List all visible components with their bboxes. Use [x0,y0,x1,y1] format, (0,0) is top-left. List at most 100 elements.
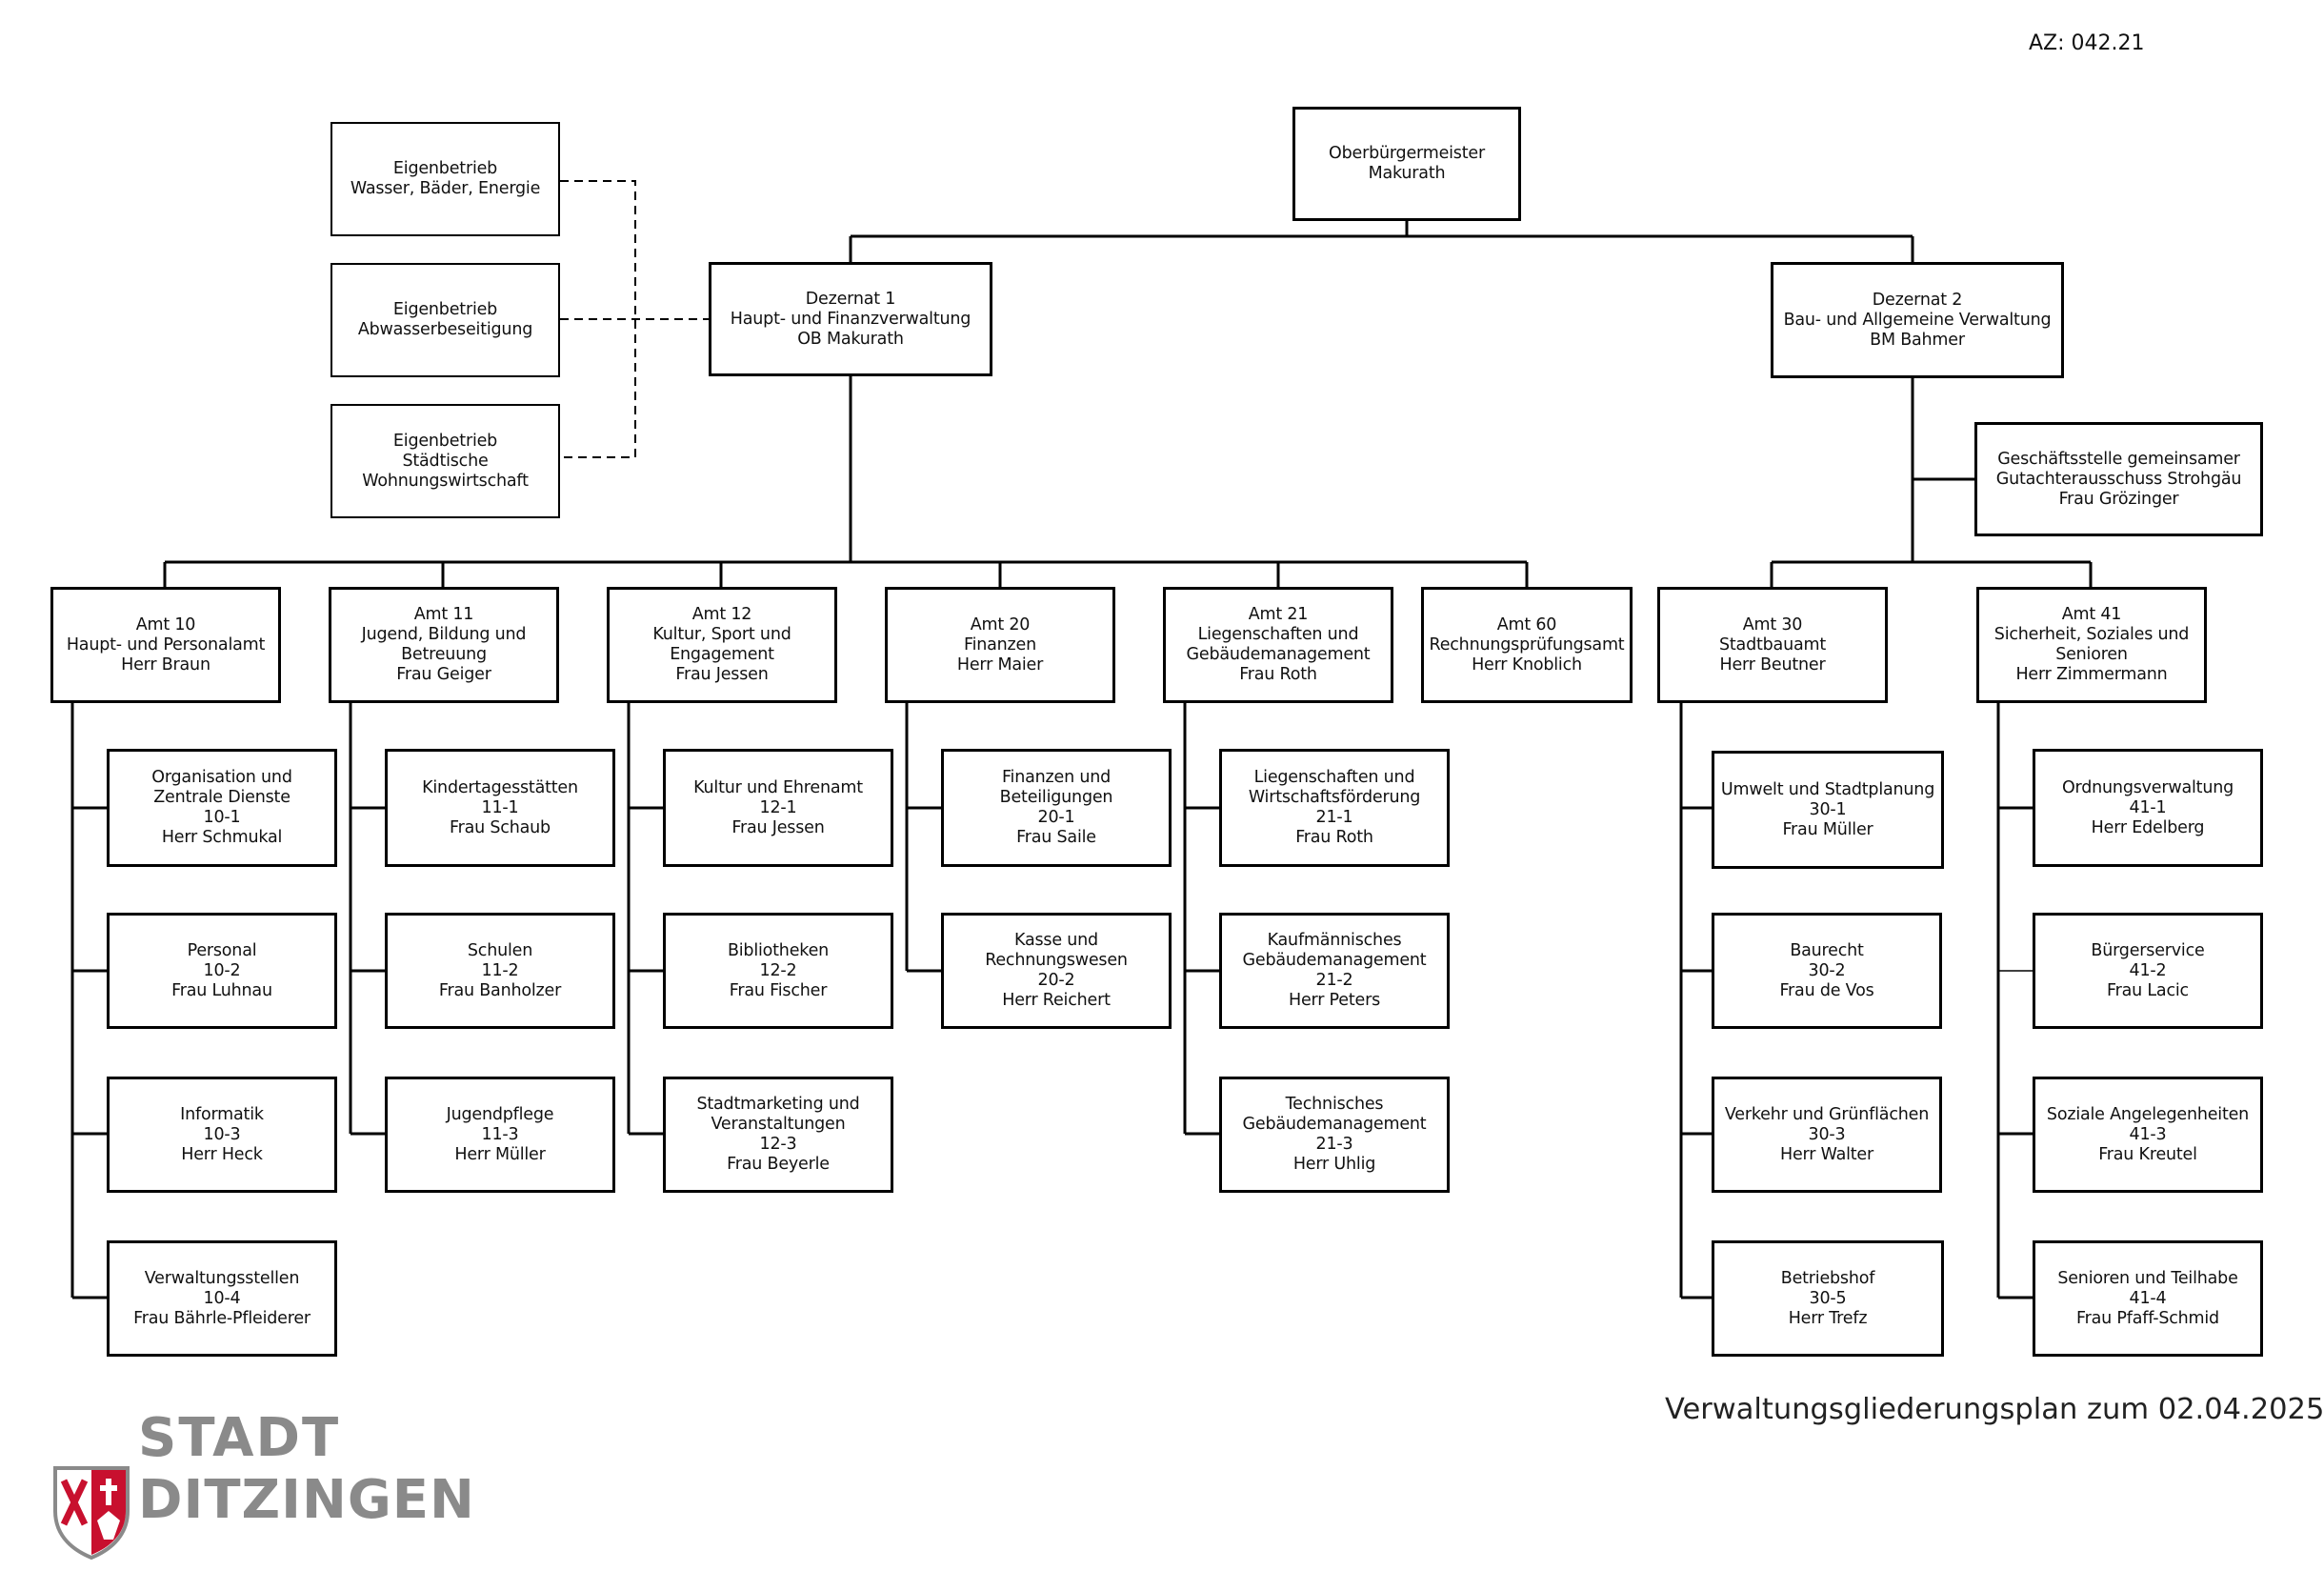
box-line: Oberbürgermeister [1329,144,1485,163]
box-line: Herr Trefz [1788,1308,1868,1328]
box-line: Senioren [2055,645,2128,664]
box-line: Herr Braun [121,655,210,675]
box-line: Umwelt und Stadtplanung [1720,779,1935,799]
box-line: Eigenbetrieb [392,159,498,178]
box-line: Ordnungsverwaltung [2061,777,2234,797]
box-line: Frau Fischer [729,980,828,1000]
box-line: Gebäudemanagement [1186,645,1371,664]
box-line: Dezernat 2 [1872,290,1963,310]
box-line: Frau Roth [1239,665,1317,684]
box-line: 30-5 [1809,1288,1847,1308]
box-line: Betriebshof [1780,1268,1875,1288]
box-line: Frau de Vos [1779,980,1874,1000]
box-line: 11-2 [481,960,519,980]
box-line: Herr Knoblich [1472,655,1582,675]
box-line: Haupt- und Finanzverwaltung [730,309,972,329]
box-line: Amt 30 [1742,614,1803,634]
box-line: Städtische [402,451,489,471]
box-line: Herr Schmukal [161,828,283,847]
box-line: 30-2 [1808,960,1846,980]
box-line: Kultur und Ehrenamt [693,777,863,797]
box-line: Wohnungswirtschaft [362,471,529,491]
box-line: Amt 10 [135,614,196,634]
box-line: Amt 21 [1248,605,1309,624]
box-line: Jugend, Bildung und [361,625,527,644]
box-line: Herr Zimmermann [2015,665,2168,684]
box-line: Makurath [1368,164,1446,183]
box-line: Sicherheit, Soziales und [1993,625,2190,644]
box-line: Herr Beutner [1719,655,1826,675]
box-line: Herr Reichert [1002,991,1111,1010]
box-line: Kultur, Sport und [652,625,791,644]
city-logo: STADT DITZINGEN [52,1410,474,1572]
box-line: Kaufmännisches [1267,931,1402,950]
box-line: Eigenbetrieb [392,431,498,451]
box-line: Herr Uhlig [1292,1155,1376,1174]
box-line: OB Makurath [797,329,904,349]
box-line: Frau Banholzer [438,980,562,1000]
box-line: Frau Jessen [675,665,769,684]
box-line: BM Bahmer [1870,330,1965,350]
box-line: Engagement [670,645,774,664]
box-line: Amt 60 [1496,614,1557,634]
box-line: Frau Lacic [2107,980,2189,1000]
box-line: 21-3 [1315,1135,1353,1154]
box-line: Rechnungswesen [985,951,1128,970]
box-line: 41-1 [2129,797,2167,817]
box-line: Frau Geiger [396,665,491,684]
crest-icon [53,1466,130,1561]
box-line: Gebäudemanagement [1242,951,1427,970]
box-line: Rechnungsprüfungsamt [1429,634,1625,655]
box-line: Amt 20 [970,614,1031,634]
box-line: Veranstaltungen [711,1115,846,1134]
box-line: Eigenbetrieb [392,300,498,319]
box-line: 41-4 [2129,1288,2167,1308]
box-line: 12-3 [759,1135,797,1154]
box-line: 30-1 [1809,799,1847,819]
box-line: Bibliotheken [727,940,830,960]
box-line: Finanzen [963,634,1036,655]
box-line: Zentrale Dienste [153,788,290,807]
box-line: Abwasserbeseitigung [357,320,533,339]
plan-caption: Verwaltungsgliederungsplan zum 02.04.202… [1665,1393,2324,1426]
box-line: Liegenschaften und [1197,625,1359,644]
box-line: Informatik [180,1104,264,1124]
box-line: 12-1 [759,797,797,817]
box-line: Haupt- und Personalamt [66,634,266,655]
box-line: Frau Saile [1016,828,1096,847]
box-line: Organisation und [151,768,292,787]
box-line: Kasse und [1014,931,1098,950]
box-line: Frau Schaub [450,817,551,837]
box-line: Frau Müller [1782,819,1873,839]
box-line: 21-2 [1315,971,1353,990]
box-line: 21-1 [1315,808,1353,827]
box-line: 10-4 [203,1288,241,1308]
box-line: Technisches [1285,1095,1384,1114]
box-line: 11-3 [481,1124,519,1144]
box-line: Wasser, Bäder, Energie [350,179,541,198]
box-line: 10-1 [203,808,241,827]
